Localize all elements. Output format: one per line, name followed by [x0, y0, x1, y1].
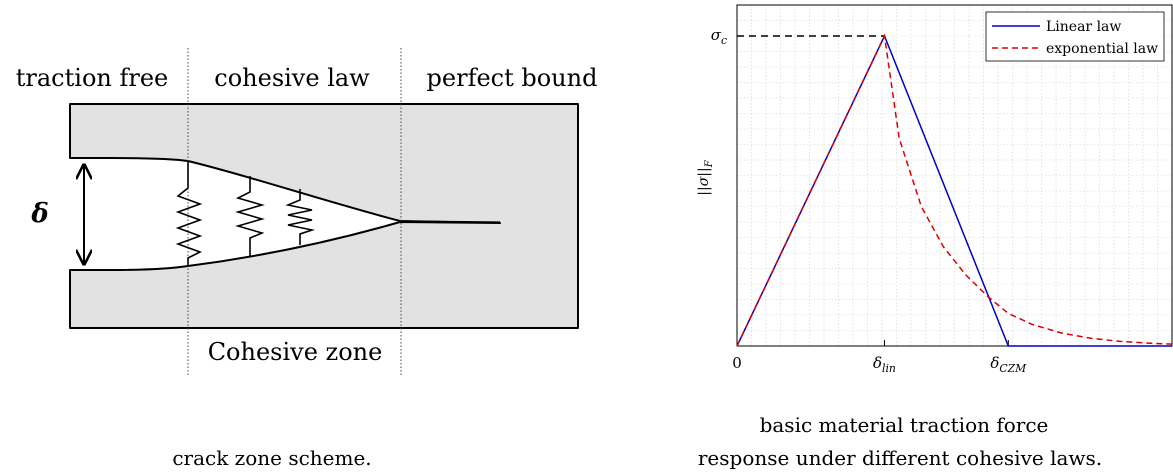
plot-grid: [737, 5, 1172, 346]
legend-label-exponential: exponential law: [1046, 41, 1158, 57]
crack-tip-line: [399, 220, 501, 223]
x-tick-label: 0: [732, 354, 742, 372]
x-tick-label: δlin: [873, 354, 896, 375]
left-caption: crack zone scheme.: [172, 446, 371, 470]
spring: [285, 189, 316, 245]
y-axis-label: ||σ||F: [696, 159, 715, 195]
legend-label-linear: Linear law: [1046, 19, 1121, 35]
right-caption-line-2: response under different cohesive laws.: [698, 446, 1102, 470]
legend-box: [985, 11, 1165, 62]
series-line-exponential-law: [736, 33, 1173, 347]
opening-symbol: δ: [30, 199, 48, 229]
region-label-cohesive-law: cohesive law: [214, 64, 370, 92]
right-caption-line-1: basic material traction force: [760, 413, 1049, 437]
zone-label: Cohesive zone: [208, 338, 383, 366]
x-tick-label: δCZM: [990, 354, 1027, 375]
crack-zone-diagram: δ traction free cohesive law perfect bou…: [16, 48, 598, 470]
plot-frame: [736, 4, 1173, 347]
specimen-body: [69, 103, 579, 329]
region-label-traction-free: traction free: [16, 64, 168, 92]
x-tick-labels: 0 δlin δCZM: [732, 354, 1027, 375]
series-layer: [736, 33, 1173, 347]
region-label-perfect-bound: perfect bound: [427, 64, 598, 92]
spring: [175, 161, 203, 266]
traction-chart: σc 0 δlin δCZM ||σ||F Linear law exponenti…: [696, 4, 1173, 470]
y-tick-label-sigma-c: σc: [711, 26, 727, 47]
spring: [235, 176, 265, 256]
legend: Linear law exponential law: [985, 11, 1165, 62]
